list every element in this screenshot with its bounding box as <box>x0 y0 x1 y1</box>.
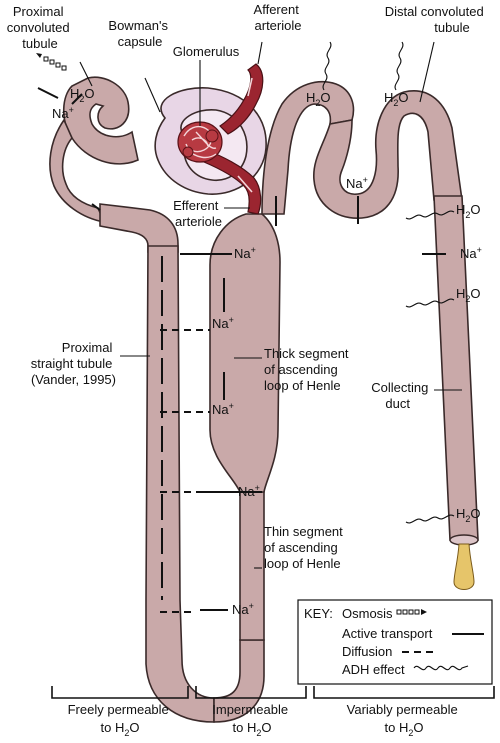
water-label-dct-2: H2O <box>384 90 409 108</box>
svg-text:Proximal straight tubule: Proximal straight tubule (Vander, 1995) <box>31 340 116 387</box>
sodium-label-loh-4: Na+ <box>238 483 260 499</box>
adh-wave-cd-3 <box>405 514 455 524</box>
label-efferent-1: Efferent <box>173 198 219 213</box>
sodium-label-loh-1: Na+ <box>234 245 256 261</box>
label-proximal-convoluted-3: tubule <box>22 36 57 51</box>
svg-text:Efferent arteriole: Efferent arteriole <box>173 198 222 229</box>
label-bowmans-1: Bowman's <box>108 18 168 33</box>
label-proximal-convoluted-1: Proximal <box>13 4 64 19</box>
pct-sodium-arrow <box>37 87 59 99</box>
key-item-diffusion: Diffusion <box>342 644 392 659</box>
flow-arrows <box>71 93 277 600</box>
water-label-dct-1: H2O <box>306 90 331 108</box>
thick-ascending-segment <box>209 213 281 493</box>
label-afferent-2: arteriole <box>255 18 302 33</box>
label-proximal-convoluted-2: convoluted <box>7 20 70 35</box>
sodium-label-dct: Na+ <box>346 175 368 191</box>
bracket-freely-permeable <box>51 686 189 699</box>
key-item-adh: ADH effect <box>342 662 405 677</box>
svg-text:Collecting duct: Collecting duct <box>371 380 432 411</box>
adh-wave-dct-2 <box>394 41 404 91</box>
label-efferent-2: arteriole <box>175 214 222 229</box>
key-title: KEY: <box>304 606 333 621</box>
permeability-freely: Freely permeable to H2O <box>68 702 173 738</box>
label-bowmans-2: capsule <box>118 34 163 49</box>
adh-wave-dct-1 <box>322 41 332 91</box>
osmosis-key-icon <box>396 609 427 615</box>
permeability-brackets: Freely permeable to H2O Impermeable to H… <box>51 686 495 738</box>
proximal-convoluted-tubule <box>62 76 139 165</box>
label-thick-2: of ascending <box>264 362 338 377</box>
svg-text:Proximal convoluted: Proximal convoluted tubule <box>7 4 74 51</box>
bracket-impermeable <box>195 686 307 699</box>
sodium-label-loh-3: Na+ <box>212 401 234 417</box>
label-afferent-1: Afferent <box>254 2 300 17</box>
ascending-to-distal-connector <box>261 81 355 215</box>
adh-key-icon <box>413 665 469 671</box>
label-proximal-straight-3: (Vander, 1995) <box>31 372 116 387</box>
glomerulus-tuft <box>177 121 223 163</box>
label-distal-2: tubule <box>434 20 469 35</box>
glomerular-complex <box>154 63 267 215</box>
label-thick-3: loop of Henle <box>264 378 341 393</box>
permeability-variably: Variably permeable to H2O <box>347 702 462 738</box>
efferent-arteriole <box>203 149 262 215</box>
afferent-flow-arrow <box>247 77 253 97</box>
adh-wave-cd-2 <box>405 298 455 308</box>
label-thin-1: Thin segment <box>264 524 343 539</box>
leader-afferent <box>257 41 263 65</box>
svg-text:Afferent arteriole: Afferent arteriole <box>254 2 303 33</box>
key-box <box>297 599 493 685</box>
label-collecting-2: duct <box>385 396 410 411</box>
label-thin-2: of ascending <box>264 540 338 555</box>
key-legend: KEY: Osmosis Active transport Diffusion … <box>297 599 493 685</box>
thin-ascending-segment <box>239 491 265 641</box>
loop-bottom <box>213 639 265 723</box>
sodium-label-loh-2: Na+ <box>212 315 234 331</box>
structure-labels: Proximal convoluted tubule Bowman's caps… <box>7 2 488 571</box>
label-collecting-1: Collecting <box>371 380 428 395</box>
chem-labels: H2O Na+ H2O H2O Na+ H2O Na+ H2O H2O Na+ … <box>52 86 482 617</box>
leader-lines <box>79 41 462 569</box>
key-item-active-transport: Active transport <box>342 626 433 641</box>
permeability-impermeable: Impermeable to H2O <box>212 702 292 738</box>
flow-arrow-pct <box>71 93 83 105</box>
descending-limb <box>145 245 215 723</box>
transport-arrows <box>37 87 446 613</box>
nephron-tubules <box>49 76 479 723</box>
water-label-pct: H2O <box>70 86 95 104</box>
label-distal-1: Distal convoluted <box>385 4 484 19</box>
flow-arrow-dct-turn <box>91 203 101 211</box>
svg-text:Distal convoluted tubule: Distal convoluted tubule <box>385 4 488 35</box>
key-item-osmosis: Osmosis <box>342 606 393 621</box>
label-proximal-straight-2: straight tubule <box>31 356 113 371</box>
label-thin-3: loop of Henle <box>264 556 341 571</box>
leader-distal <box>419 41 435 103</box>
water-label-cd-2: H2O <box>456 286 481 304</box>
sodium-label-loh-5: Na+ <box>232 601 254 617</box>
adh-wave-cd-1 <box>405 210 455 220</box>
leader-proximal-convoluted <box>79 61 93 87</box>
label-thick-1: Thick segment <box>264 346 349 361</box>
label-proximal-straight-1: Proximal <box>62 340 113 355</box>
urine-drop <box>453 543 475 590</box>
bracket-variably-permeable <box>313 686 495 699</box>
leader-bowmans-capsule <box>144 77 161 113</box>
proximal-horizontal-segment <box>99 203 179 253</box>
svg-text:Thin segment of ascendin: Thin segment of ascending loop of Henle <box>264 524 346 571</box>
efferent-flow-arrow <box>237 175 253 193</box>
water-label-cd-3: H2O <box>456 506 481 524</box>
sodium-label-cd: Na+ <box>460 245 482 261</box>
svg-text:Bowman's capsule: Bowman's capsule <box>108 18 171 49</box>
water-label-cd-1: H2O <box>456 202 481 220</box>
label-glomerulus: Glomerulus <box>173 44 240 59</box>
adh-wavy-arrows <box>322 41 455 524</box>
sodium-label-pct: Na+ <box>52 105 74 121</box>
osmosis-arrow-pct <box>36 53 67 71</box>
svg-text:Thick segment of ascendi: Thick segment of ascending loop of Henle <box>264 346 352 393</box>
